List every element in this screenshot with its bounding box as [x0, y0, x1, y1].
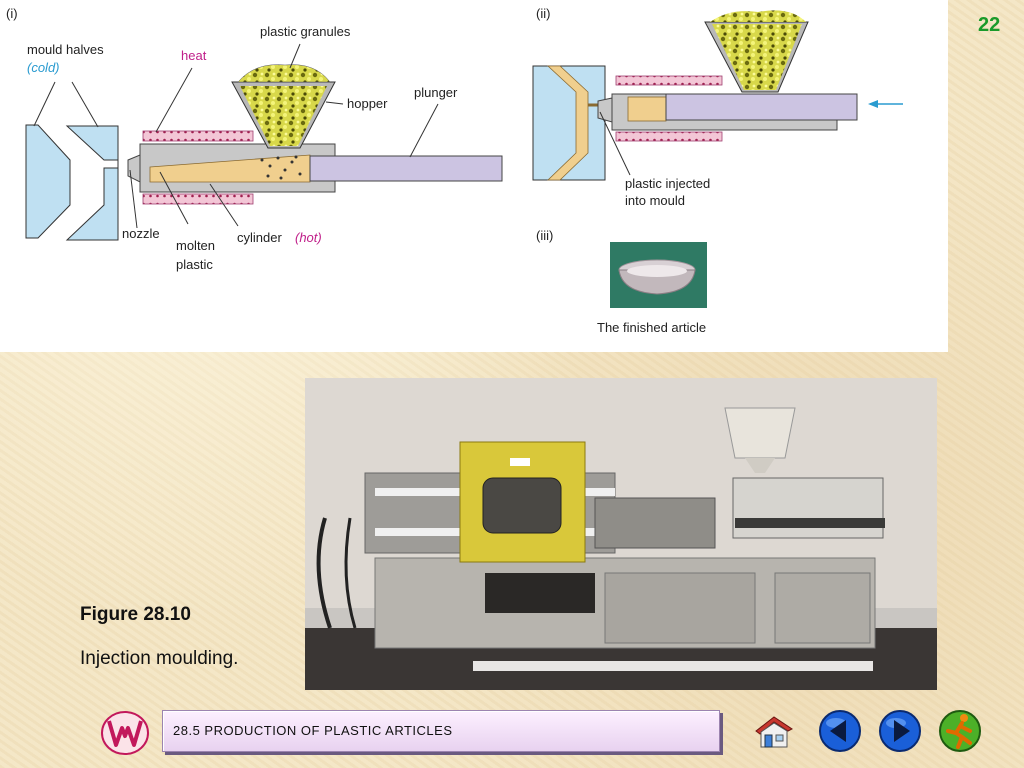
label-mould-halves: mould halves [27, 42, 104, 57]
label-cold: (cold) [27, 60, 60, 75]
figure-title: Figure 28.10 [80, 604, 191, 625]
label-plastic-injected: plastic injected [625, 176, 711, 191]
label-nozzle: nozzle [122, 226, 160, 241]
plunger-ii [665, 93, 858, 121]
label-into-mould: into mould [625, 193, 685, 208]
label-molten: molten [176, 238, 216, 253]
mould-half-right [65, 125, 119, 241]
mould-half-left [25, 124, 71, 239]
label-heat: heat [181, 48, 207, 63]
arrow-left-icon[interactable] [818, 709, 862, 753]
injection-moulding-diagram [25, 10, 903, 308]
molten-plastic-i [149, 154, 311, 183]
label-plastic-granules: plastic granules [260, 24, 351, 39]
label-hot: (hot) [295, 230, 322, 245]
machine-photo [305, 378, 937, 690]
section-title: 28.5 PRODUCTION OF PLASTIC ARTICLES [173, 723, 453, 738]
label-hopper: hopper [347, 96, 388, 111]
w-logo-icon[interactable] [100, 708, 150, 758]
label-plunger: plunger [414, 85, 458, 100]
section-title-bar: 28.5 PRODUCTION OF PLASTIC ARTICLES [162, 710, 720, 752]
label-cylinder: cylinder [237, 230, 282, 245]
page-number: 22 [978, 14, 1001, 36]
label-plastic: plastic [176, 257, 213, 272]
running-man-icon[interactable] [938, 709, 982, 753]
plastic-in-mould [546, 65, 589, 181]
figure-caption: Injection moulding. [80, 648, 239, 669]
panel-label-ii: (ii) [536, 6, 551, 21]
label-finished-article: The finished article [597, 320, 707, 335]
home-icon[interactable] [752, 709, 796, 753]
arrow-right-icon[interactable] [878, 709, 922, 753]
panel-label-iii: (iii) [536, 228, 554, 243]
panel-label-i: (i) [6, 6, 18, 21]
plunger-i [309, 155, 503, 182]
